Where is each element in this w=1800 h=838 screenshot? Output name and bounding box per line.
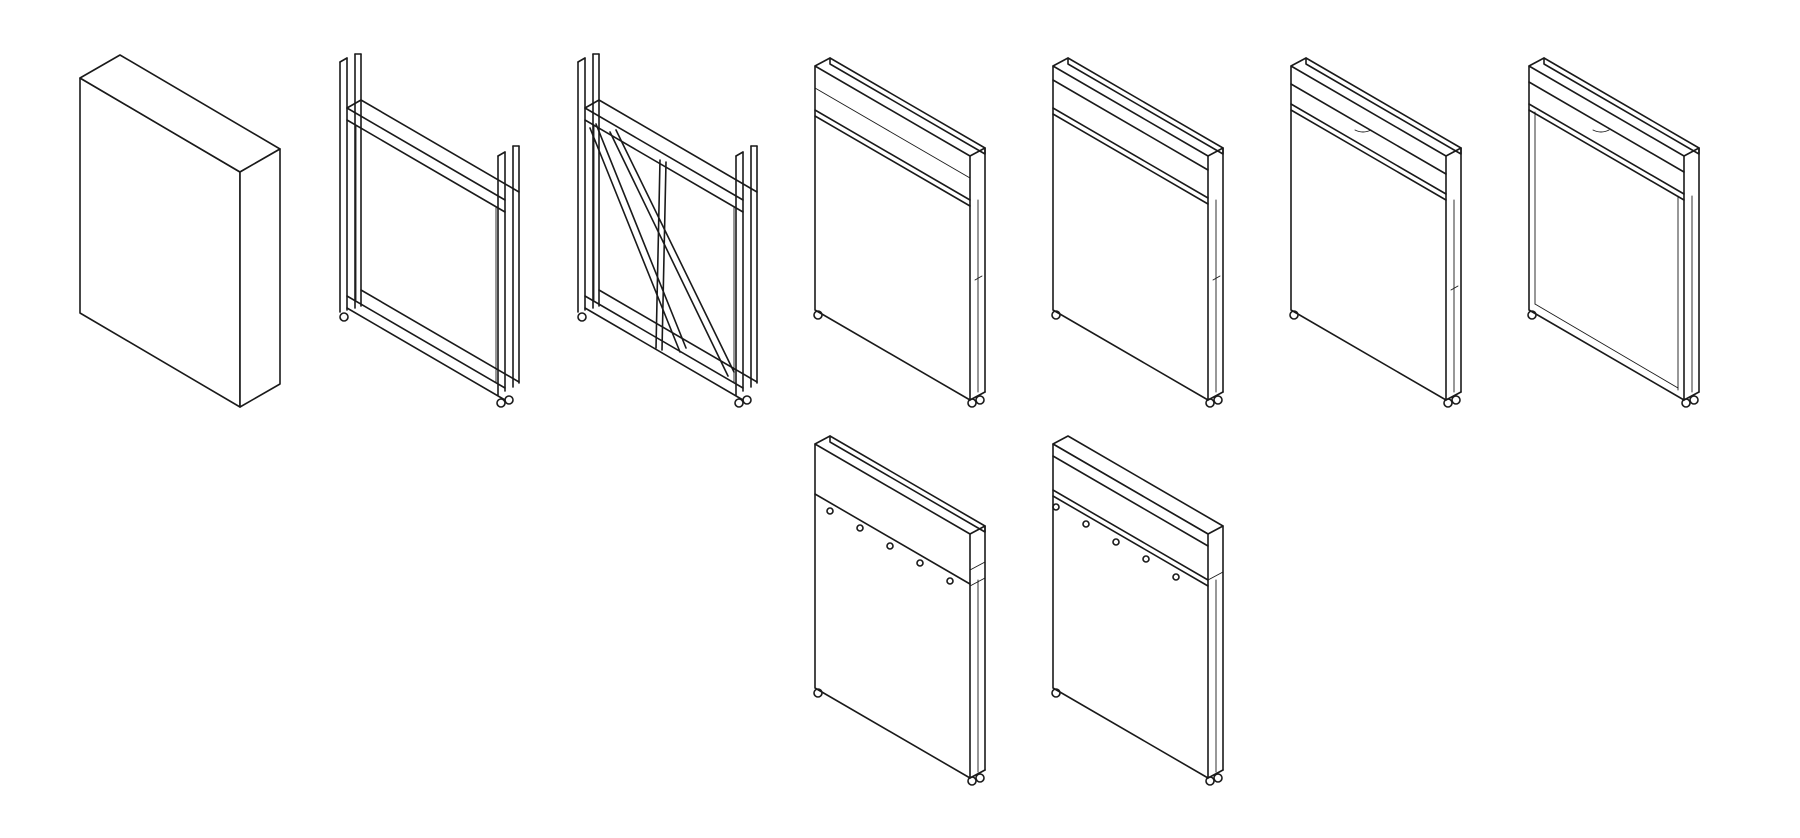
item-panel-b xyxy=(1051,57,1224,408)
hook-4 xyxy=(1142,555,1150,563)
item-hook-panel-b xyxy=(1051,435,1224,786)
hook-5 xyxy=(946,577,954,585)
hook-1 xyxy=(826,507,834,515)
item-hook-panel-a xyxy=(813,435,986,786)
hook-3 xyxy=(886,542,894,550)
hook-2 xyxy=(1082,520,1090,528)
item-open-frame xyxy=(339,53,520,408)
hook-2 xyxy=(856,524,864,532)
item-panel-c xyxy=(1289,57,1462,408)
hook-1 xyxy=(1052,503,1060,511)
item-braced-frame xyxy=(577,53,758,408)
item-panel-d xyxy=(1527,57,1700,408)
item-panel-a xyxy=(813,57,986,408)
hook-4 xyxy=(916,559,924,567)
item-solid-block xyxy=(79,54,281,408)
hook-3 xyxy=(1112,538,1120,546)
hook-5 xyxy=(1172,573,1180,581)
